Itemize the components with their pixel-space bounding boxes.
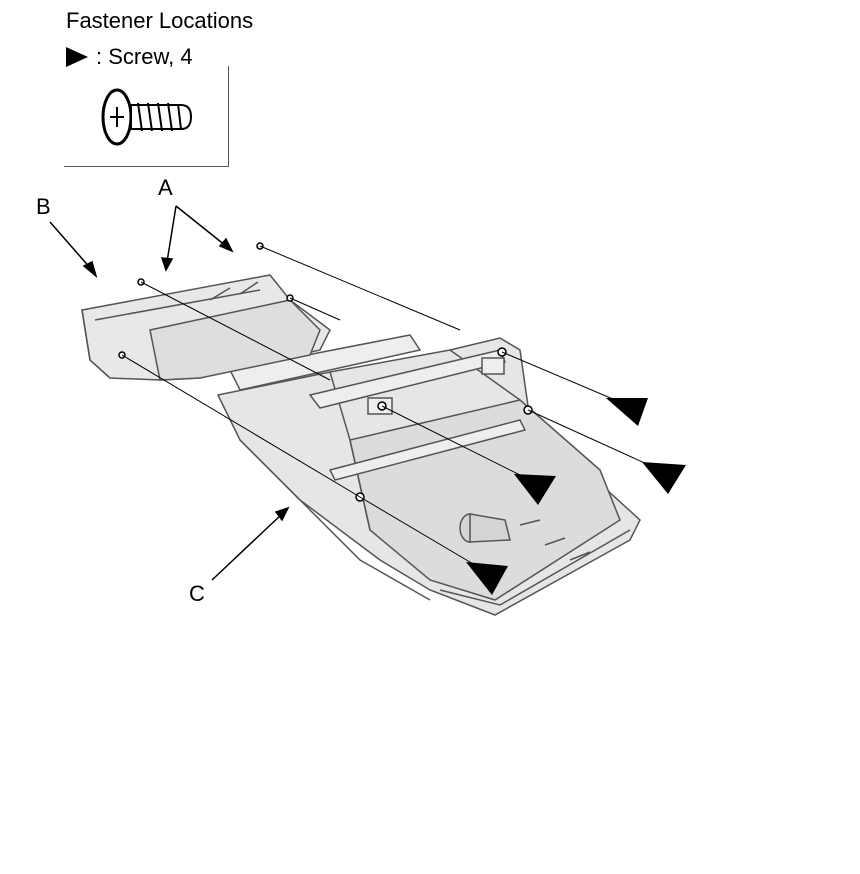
callout-c: C [189, 581, 205, 606]
screw-marker-2 [642, 462, 686, 494]
legend-box [64, 66, 229, 167]
screw-markers [466, 398, 686, 595]
legend-fastener-label: : Screw, 4 [96, 44, 193, 69]
screw-icon [101, 88, 193, 146]
screw-marker-icon [66, 47, 88, 67]
legend-title: Fastener Locations [66, 8, 254, 33]
screw-marker-4 [466, 562, 508, 595]
callout-arrows [49, 205, 290, 581]
callout-b: B [36, 194, 51, 219]
damper-knob [459, 513, 511, 543]
screw-marker-1 [606, 398, 648, 426]
legend-fastener-row: : Screw, 4 [66, 44, 193, 70]
frame-bracket [228, 334, 527, 481]
alignment-lines [121, 245, 661, 569]
callout-a: A [158, 175, 173, 200]
screw-marker-3 [514, 474, 556, 505]
